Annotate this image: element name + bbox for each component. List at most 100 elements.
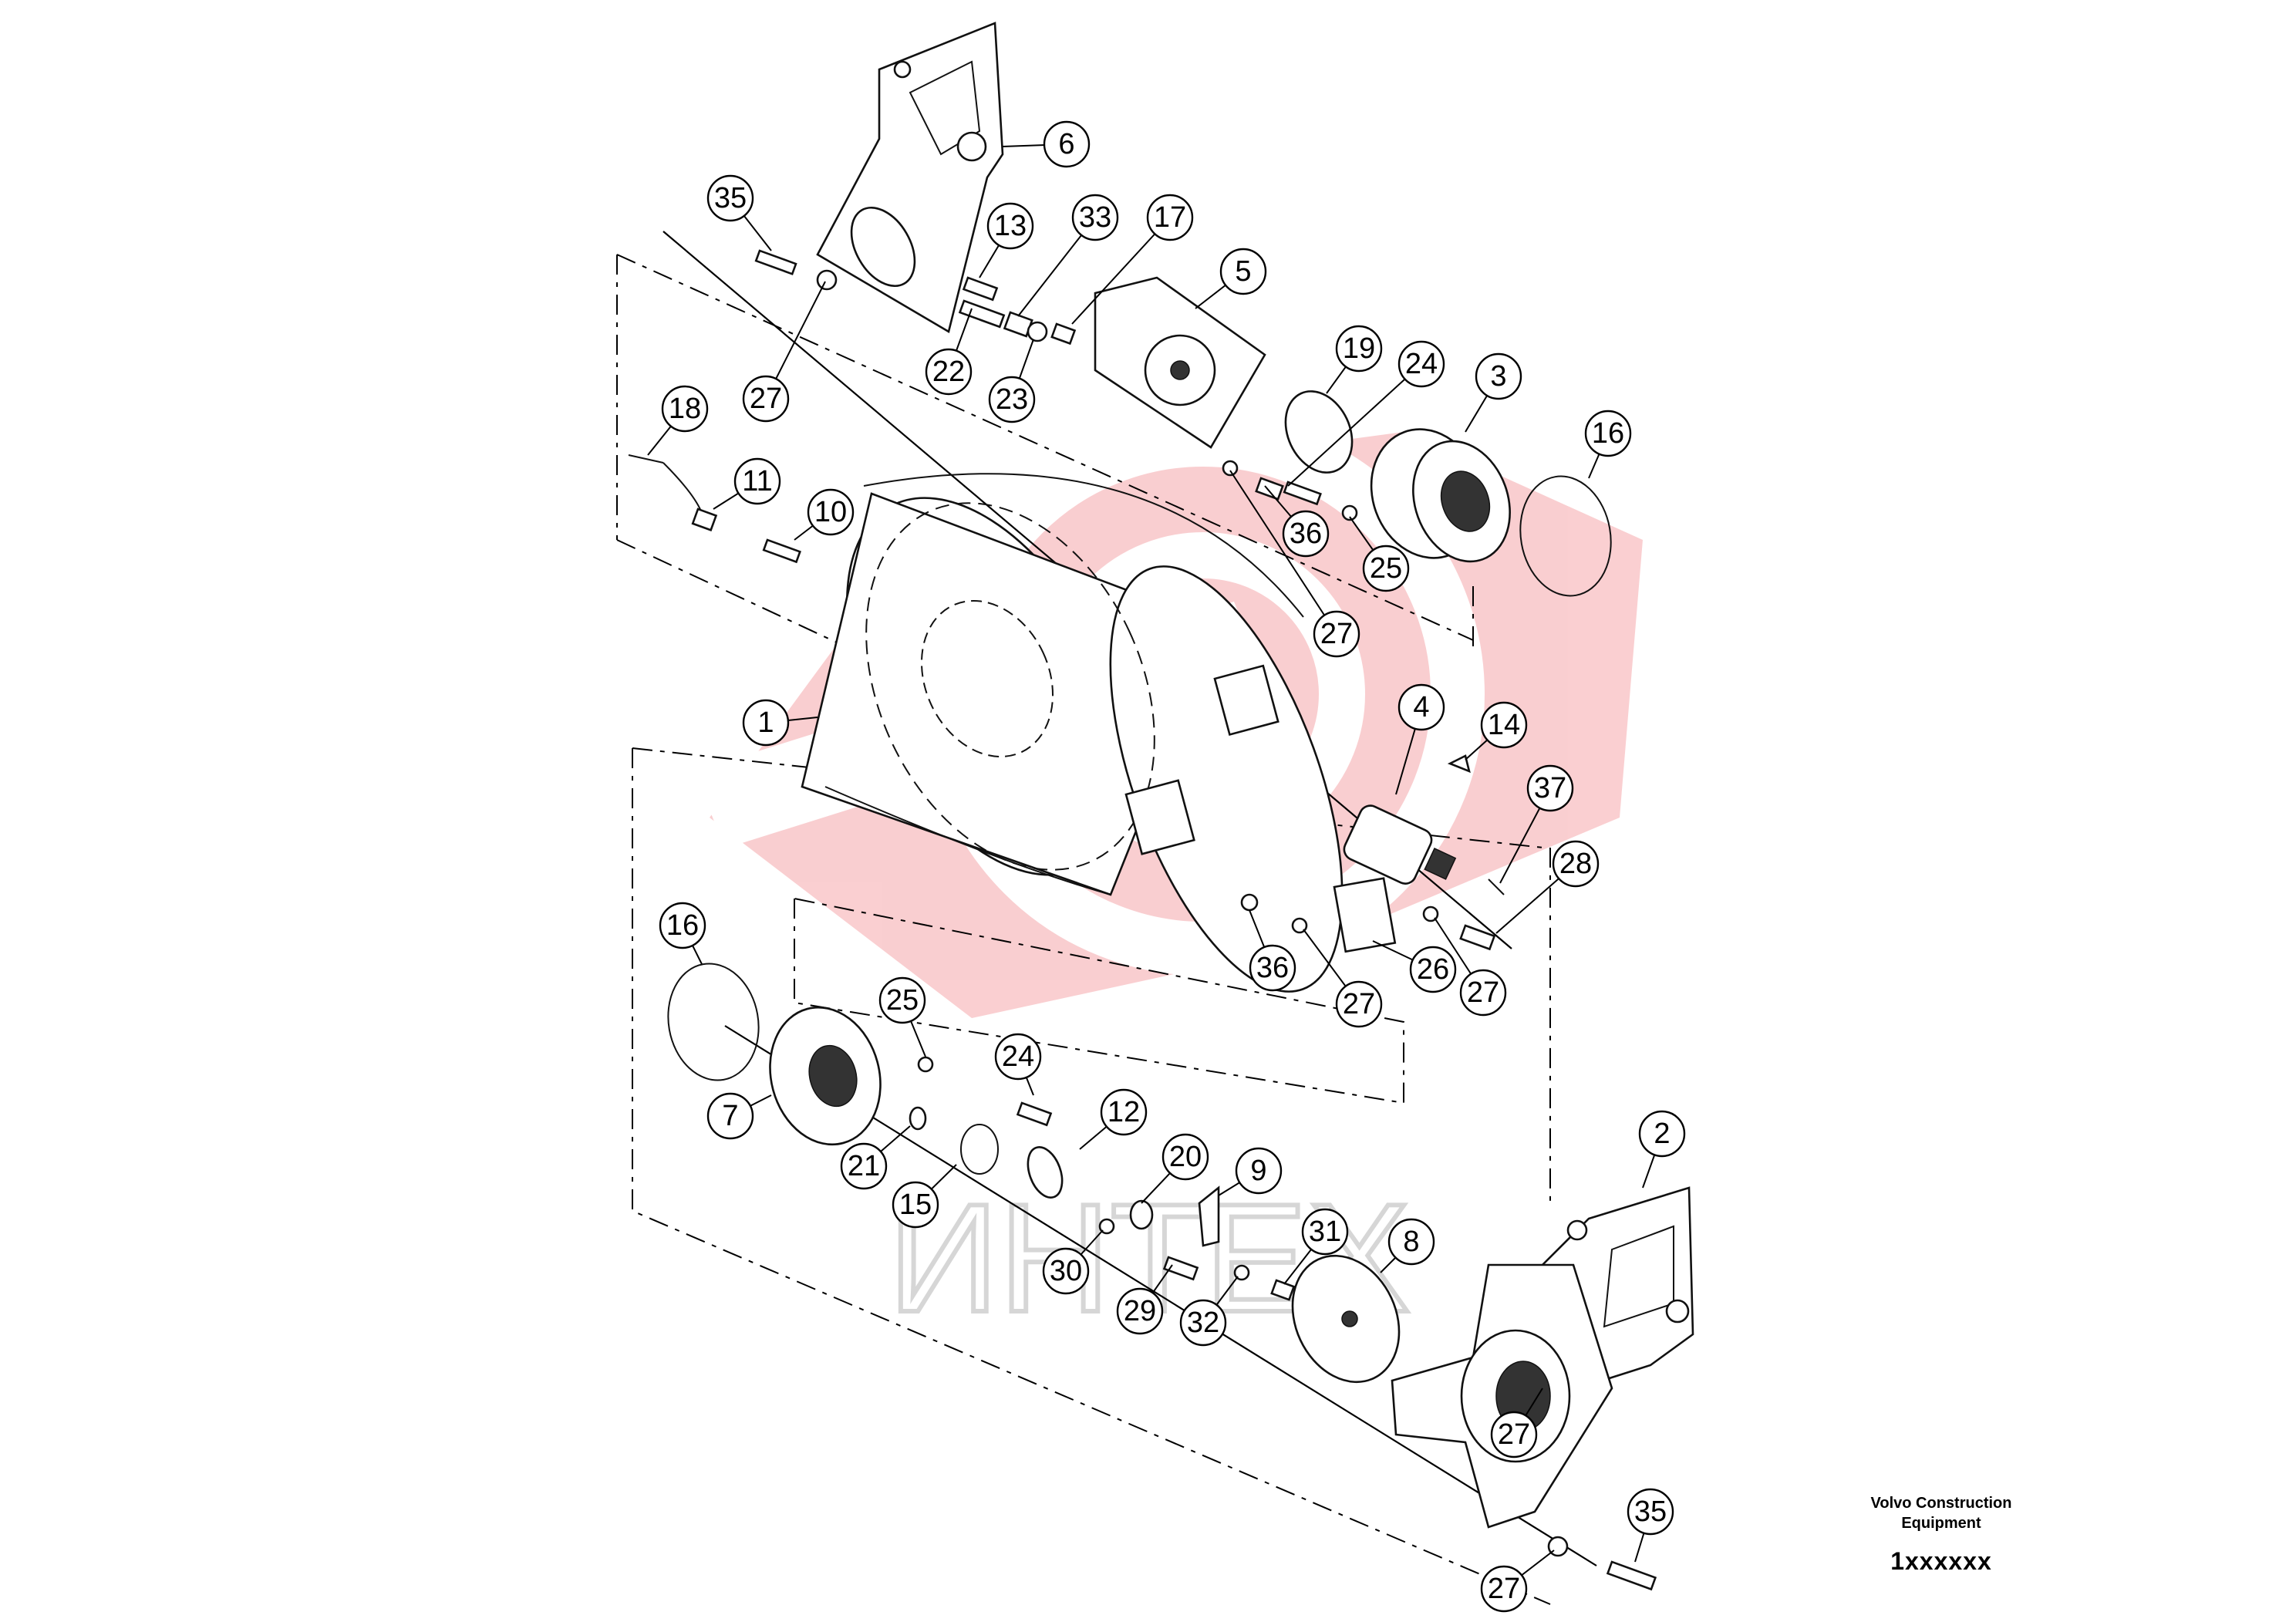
callout-label: 27 xyxy=(1498,1418,1530,1451)
brand-line-1: Volvo Construction xyxy=(1870,1495,2012,1512)
callout-7: 7 xyxy=(706,1092,772,1140)
callout-label: 26 xyxy=(1417,953,1449,986)
callout-23: 23 xyxy=(988,339,1036,423)
callout-circle xyxy=(659,902,706,949)
callout-8: 8 xyxy=(1380,1218,1435,1273)
callout-label: 35 xyxy=(1634,1496,1667,1528)
callout-circle xyxy=(733,457,781,505)
vibrator-motor-4-part xyxy=(1343,804,1457,885)
callout-circle xyxy=(892,1181,939,1229)
callout-25: 25 xyxy=(878,976,926,1057)
callout-circle xyxy=(1387,1218,1435,1266)
callout-circle xyxy=(1526,764,1574,812)
small-hardware xyxy=(628,249,1657,1591)
callout-label: 12 xyxy=(1108,1096,1140,1128)
callout-circle xyxy=(706,174,754,222)
callout-6: 6 xyxy=(1002,120,1091,168)
callout-label: 13 xyxy=(994,210,1027,242)
callout-circle xyxy=(925,348,973,396)
callout-circle xyxy=(1042,1247,1090,1295)
callout-24: 24 xyxy=(994,1033,1042,1096)
callout-circle xyxy=(1397,683,1445,731)
callout-circle xyxy=(1100,1088,1148,1136)
callout-15: 15 xyxy=(892,1164,957,1229)
callout-label: 16 xyxy=(1592,417,1624,450)
seal-ring-16-lower xyxy=(667,963,760,1081)
callout-25: 25 xyxy=(1349,516,1410,592)
callout-circle xyxy=(1475,352,1522,400)
callout-circle xyxy=(1480,1565,1528,1613)
upper-bracket-part xyxy=(816,22,1004,334)
callout-26: 26 xyxy=(1372,940,1457,993)
callout-3: 3 xyxy=(1465,352,1522,433)
callout-label: 30 xyxy=(1050,1255,1082,1287)
callout-37: 37 xyxy=(1499,764,1574,884)
callout-circle xyxy=(1552,840,1600,888)
callout-36: 36 xyxy=(1249,909,1296,992)
callout-label: 15 xyxy=(899,1189,932,1221)
callout-27: 27 xyxy=(1229,470,1360,658)
callout-label: 27 xyxy=(1320,618,1353,650)
callout-circle xyxy=(1043,120,1091,168)
callout-32: 32 xyxy=(1179,1276,1239,1347)
drum-part xyxy=(801,473,1344,993)
callout-2: 2 xyxy=(1638,1110,1686,1189)
callout-label: 8 xyxy=(1403,1226,1419,1258)
callout-circle xyxy=(742,699,790,747)
callout-35: 35 xyxy=(1627,1488,1674,1563)
callout-circle xyxy=(1459,969,1507,1017)
part-code: 1xxxxxx xyxy=(1890,1547,1992,1575)
callout-circle xyxy=(1335,980,1383,1028)
callout-28: 28 xyxy=(1495,840,1600,934)
callout-33: 33 xyxy=(1017,194,1119,317)
callout-circle xyxy=(1116,1287,1164,1335)
gearbox-bracket-part xyxy=(1094,276,1266,449)
callout-13: 13 xyxy=(979,202,1034,278)
callout-label: 3 xyxy=(1490,360,1506,393)
callout-circle xyxy=(878,976,926,1024)
callout-14: 14 xyxy=(1465,701,1528,760)
callout-label: 11 xyxy=(742,465,772,497)
callout-label: 7 xyxy=(722,1100,738,1132)
callout-circle xyxy=(742,375,790,423)
lower-bracket-2-part xyxy=(1391,1186,1694,1529)
callout-circle xyxy=(1179,1299,1227,1347)
callout-label: 27 xyxy=(1467,976,1499,1009)
bearing-housing-26-part xyxy=(1333,877,1397,953)
callout-circle xyxy=(1249,944,1296,992)
callout-27: 27 xyxy=(742,281,826,423)
callout-30: 30 xyxy=(1042,1229,1104,1295)
callout-label: 1 xyxy=(757,706,774,739)
callout-31: 31 xyxy=(1283,1208,1349,1285)
callout-label: 25 xyxy=(886,984,919,1017)
callout-16: 16 xyxy=(1584,410,1632,479)
hub-motor-3-part xyxy=(1370,428,1511,563)
callout-label: 37 xyxy=(1534,772,1566,804)
callout-5: 5 xyxy=(1195,248,1267,309)
callout-group: 1234567891011121314151616171819202122232… xyxy=(647,120,1686,1613)
callout-27: 27 xyxy=(1490,1388,1543,1458)
callout-circle xyxy=(706,1092,754,1140)
callout-circle xyxy=(1161,1133,1209,1181)
callout-circle xyxy=(1313,610,1360,658)
gasket-19-part xyxy=(1284,390,1354,474)
callout-label: 5 xyxy=(1235,255,1251,288)
callout-circle xyxy=(807,488,855,536)
callout-label: 24 xyxy=(1002,1040,1034,1073)
callout-label: 14 xyxy=(1488,709,1520,741)
callout-label: 27 xyxy=(1488,1573,1520,1605)
callout-label: 25 xyxy=(1370,552,1402,585)
callout-leader xyxy=(1229,470,1337,635)
callout-label: 21 xyxy=(848,1150,880,1182)
upper-assembly-boundary xyxy=(616,254,1551,1605)
callout-circle xyxy=(1490,1411,1538,1458)
callout-circle xyxy=(1282,510,1330,558)
brand-line-2: Equipment xyxy=(1901,1515,1981,1532)
callout-label: 2 xyxy=(1654,1118,1670,1150)
callout-16: 16 xyxy=(659,902,706,965)
callout-11: 11 xyxy=(713,457,781,510)
callout-label: 9 xyxy=(1250,1155,1266,1187)
callout-label: 10 xyxy=(814,496,847,528)
callout-19: 19 xyxy=(1326,325,1383,394)
callout-label: 36 xyxy=(1290,518,1322,550)
